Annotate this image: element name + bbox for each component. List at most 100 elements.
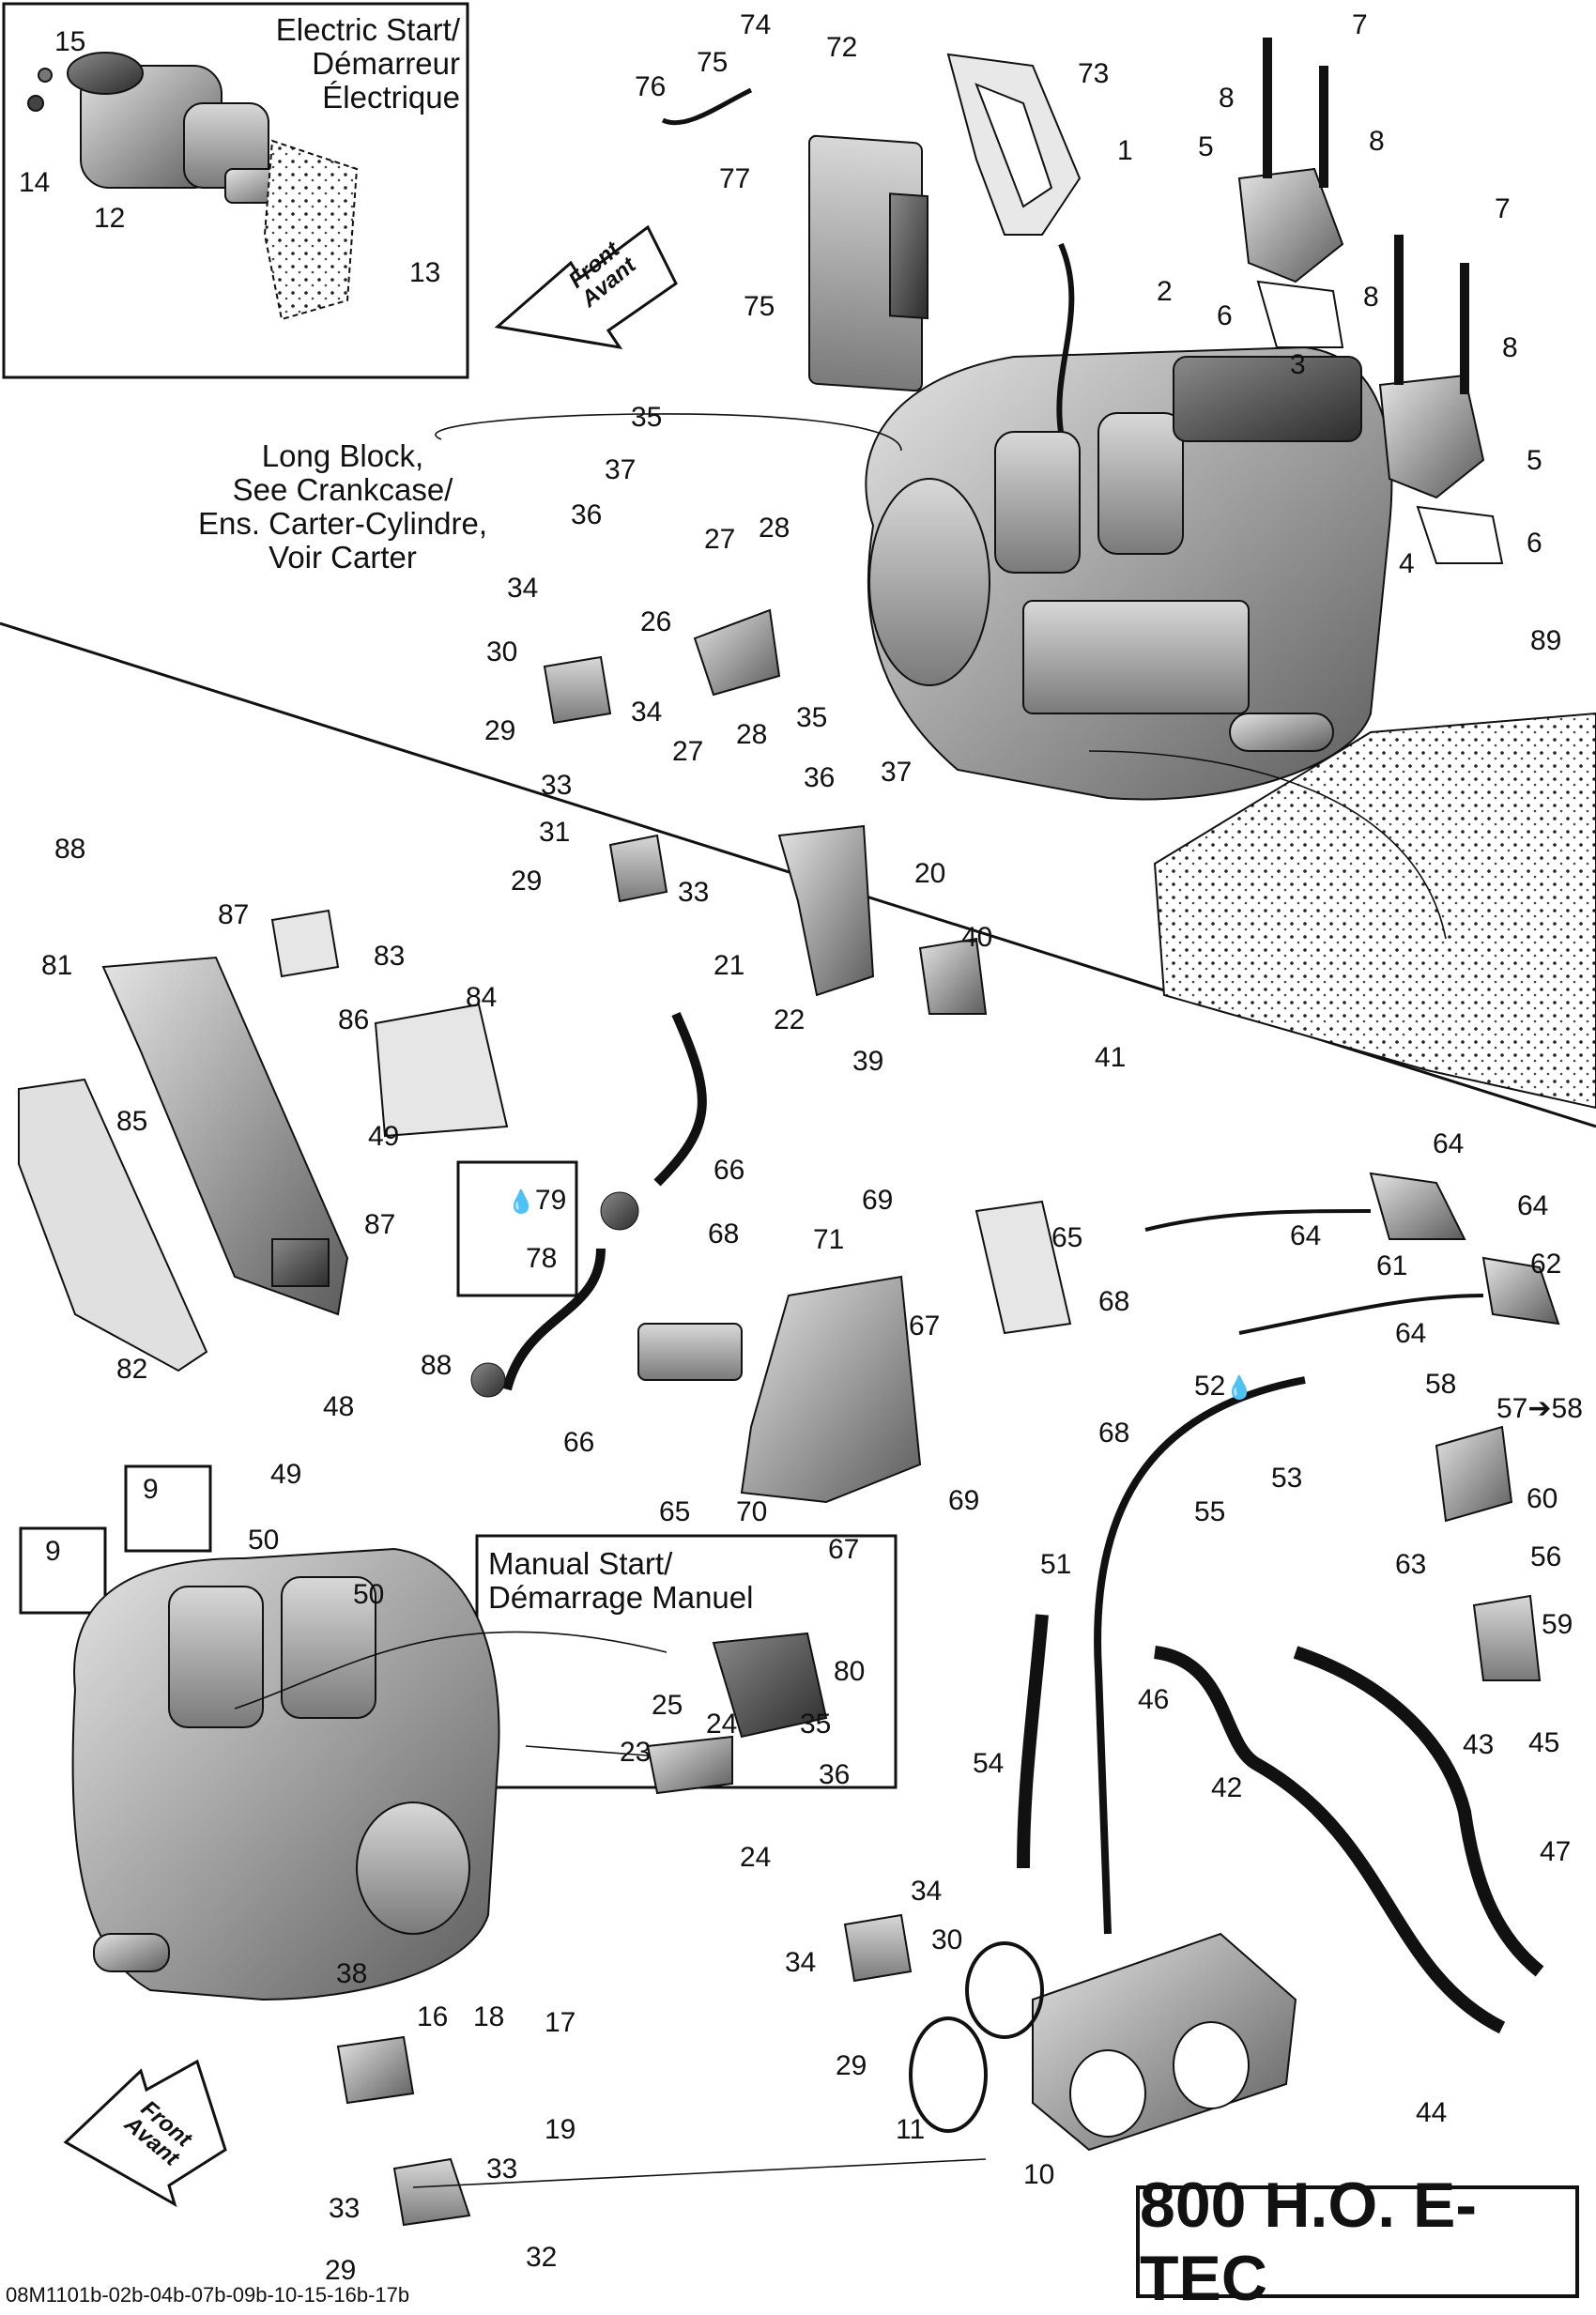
callout-67-b: 67 (828, 1534, 860, 1565)
callout-40: 40 (961, 922, 993, 953)
callout-9-b: 9 (45, 1536, 61, 1567)
bracket-26 (693, 608, 781, 697)
callout-10: 10 (1023, 2159, 1055, 2190)
leader-lines (234, 413, 1447, 2188)
callout-62: 62 (1530, 1249, 1562, 1280)
callout-74: 74 (740, 9, 772, 40)
callout-89: 89 (1530, 625, 1562, 656)
callout-69: 69 (862, 1185, 894, 1216)
callout-85: 85 (116, 1106, 148, 1137)
callout-22: 22 (774, 1004, 806, 1035)
callout-7: 7 (1352, 9, 1368, 40)
callout-14: 14 (19, 167, 51, 198)
callout-59: 59 (1542, 1609, 1573, 1640)
callout-41: 41 (1095, 1042, 1127, 1073)
damper-30 (543, 655, 612, 725)
callout-8-c: 8 (1363, 282, 1379, 313)
callout-66: 66 (714, 1155, 745, 1186)
callout-37-b: 37 (881, 757, 913, 788)
ignition-bracket (637, 1200, 1072, 1504)
callout-83: 83 (374, 941, 406, 972)
callout-37: 37 (605, 454, 637, 485)
engine-bottom (71, 1547, 500, 2001)
callout-11: 11 (896, 2114, 926, 2145)
recoil-cover (712, 1632, 828, 1739)
callout-39: 39 (852, 1046, 884, 1077)
callout-64-b: 64 (1290, 1220, 1322, 1251)
callout-70: 70 (736, 1496, 768, 1527)
callout-21: 21 (714, 950, 745, 981)
callout-46: 46 (1138, 1684, 1170, 1715)
callout-25: 25 (652, 1690, 683, 1721)
engine-mount-lower (1378, 235, 1504, 564)
bracket-40 (918, 937, 988, 1015)
callout-30-b: 30 (931, 1924, 963, 1955)
hose-51 (1094, 1376, 1306, 1935)
chassis-frame (1153, 712, 1596, 1110)
callout-52: 52💧 (1194, 1372, 1253, 1403)
callout-84: 84 (466, 982, 498, 1013)
callout-2: 2 (1157, 276, 1173, 307)
callout-29-b: 29 (511, 866, 543, 897)
callout-34: 34 (507, 573, 539, 604)
callout-29-d: 29 (325, 2255, 357, 2286)
front-arrow-2 (63, 2059, 227, 2208)
callout-29-c: 29 (836, 2050, 867, 2081)
callout-12: 12 (94, 203, 126, 234)
callout-13: 13 (409, 257, 441, 288)
oil-line-62 (1238, 1294, 1484, 1335)
callout-31: 31 (539, 817, 571, 848)
callout-36-b: 36 (804, 762, 836, 793)
callout-51: 51 (1040, 1549, 1072, 1580)
clamp-11b (965, 1941, 1044, 2039)
callout-73: 73 (1078, 58, 1110, 89)
model-label: 800 H.O. E-TEC (1136, 2169, 1579, 2314)
bracket-23 (646, 1735, 733, 1795)
callout-49-b: 49 (270, 1459, 302, 1490)
callout-43: 43 (1463, 1729, 1495, 1760)
small-box-9b (19, 1526, 107, 1615)
callout-5-b: 5 (1527, 445, 1542, 476)
engine-mount-upper (1237, 38, 1344, 348)
callout-1: 1 (1117, 135, 1133, 166)
damper-30b (843, 1913, 913, 1983)
spark-plug-cable-lower (502, 1248, 606, 1391)
callout-7-b: 7 (1495, 193, 1511, 224)
callout-56: 56 (1530, 1541, 1562, 1572)
callout-65-b: 65 (659, 1496, 691, 1527)
callout-87-b: 87 (364, 1209, 396, 1240)
tuned-pipe-shields (18, 909, 509, 1372)
callout-15: 15 (54, 26, 86, 57)
callout-76: 76 (635, 71, 667, 102)
callout-50: 50 (248, 1525, 280, 1556)
callout-64: 64 (1433, 1128, 1465, 1159)
callout-48: 48 (323, 1391, 355, 1422)
small-box-9a (124, 1464, 212, 1553)
caption-manual-start: Manual Start/ Démarrage Manuel (488, 1546, 754, 1615)
callout-23: 23 (620, 1737, 652, 1768)
callout-19: 19 (545, 2114, 576, 2145)
callout-67: 67 (909, 1311, 941, 1341)
callout-69-b: 69 (948, 1485, 980, 1516)
callout-61: 61 (1376, 1250, 1408, 1281)
callout-6-b: 6 (1527, 528, 1542, 559)
callout-35-b: 35 (796, 702, 828, 733)
callout-75: 75 (697, 47, 729, 78)
callout-55: 55 (1194, 1496, 1226, 1527)
callout-72: 72 (826, 32, 858, 63)
callout-4: 4 (1399, 548, 1415, 579)
oil-line-61 (1144, 1209, 1372, 1232)
callout-78: 78 (526, 1243, 558, 1274)
front-arrow-1 (494, 224, 678, 350)
starter-motor (27, 52, 359, 321)
callout-34-b: 34 (631, 697, 663, 728)
callout-66-b: 66 (563, 1427, 595, 1458)
callout-36: 36 (571, 499, 603, 530)
callout-30: 30 (486, 636, 518, 667)
callout-88: 88 (54, 834, 86, 865)
hose-43 (1293, 1646, 1544, 1977)
callout-8: 8 (1219, 83, 1235, 114)
callout-52-text: 52 (1194, 1371, 1226, 1402)
damper-31 (608, 834, 668, 903)
callout-60: 60 (1527, 1483, 1558, 1514)
